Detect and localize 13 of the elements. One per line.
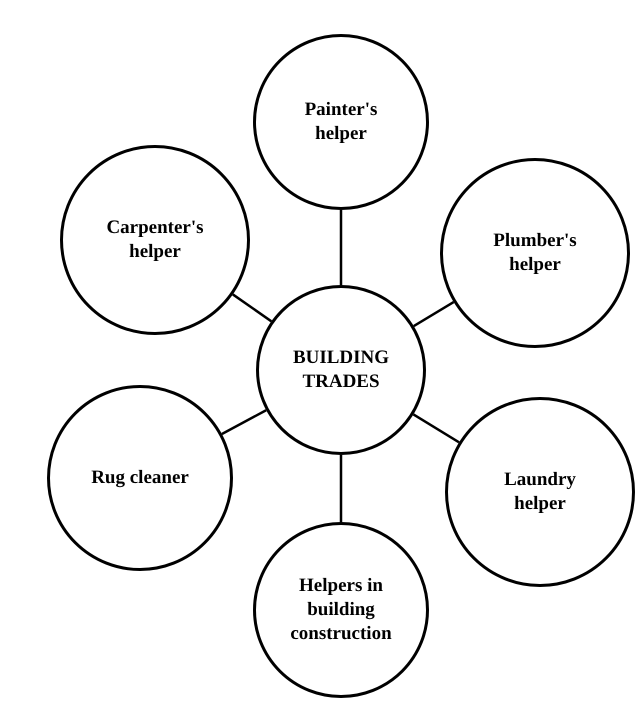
- node-label: Laundry helper: [503, 468, 577, 516]
- connector-line: [412, 413, 460, 444]
- node-label: Rug cleaner: [91, 466, 189, 490]
- connector-line: [340, 210, 342, 285]
- connector-line: [340, 455, 342, 522]
- node-label: Plumber's helper: [492, 229, 578, 277]
- connector-line: [413, 301, 454, 328]
- node-label: Helpers in building construction: [289, 574, 393, 646]
- connector-line: [232, 293, 272, 322]
- node-label: BUILDING TRADES: [292, 346, 390, 394]
- node-label: Carpenter's helper: [105, 216, 205, 264]
- connector-line: [221, 409, 267, 436]
- node-label: Painter's helper: [304, 98, 378, 146]
